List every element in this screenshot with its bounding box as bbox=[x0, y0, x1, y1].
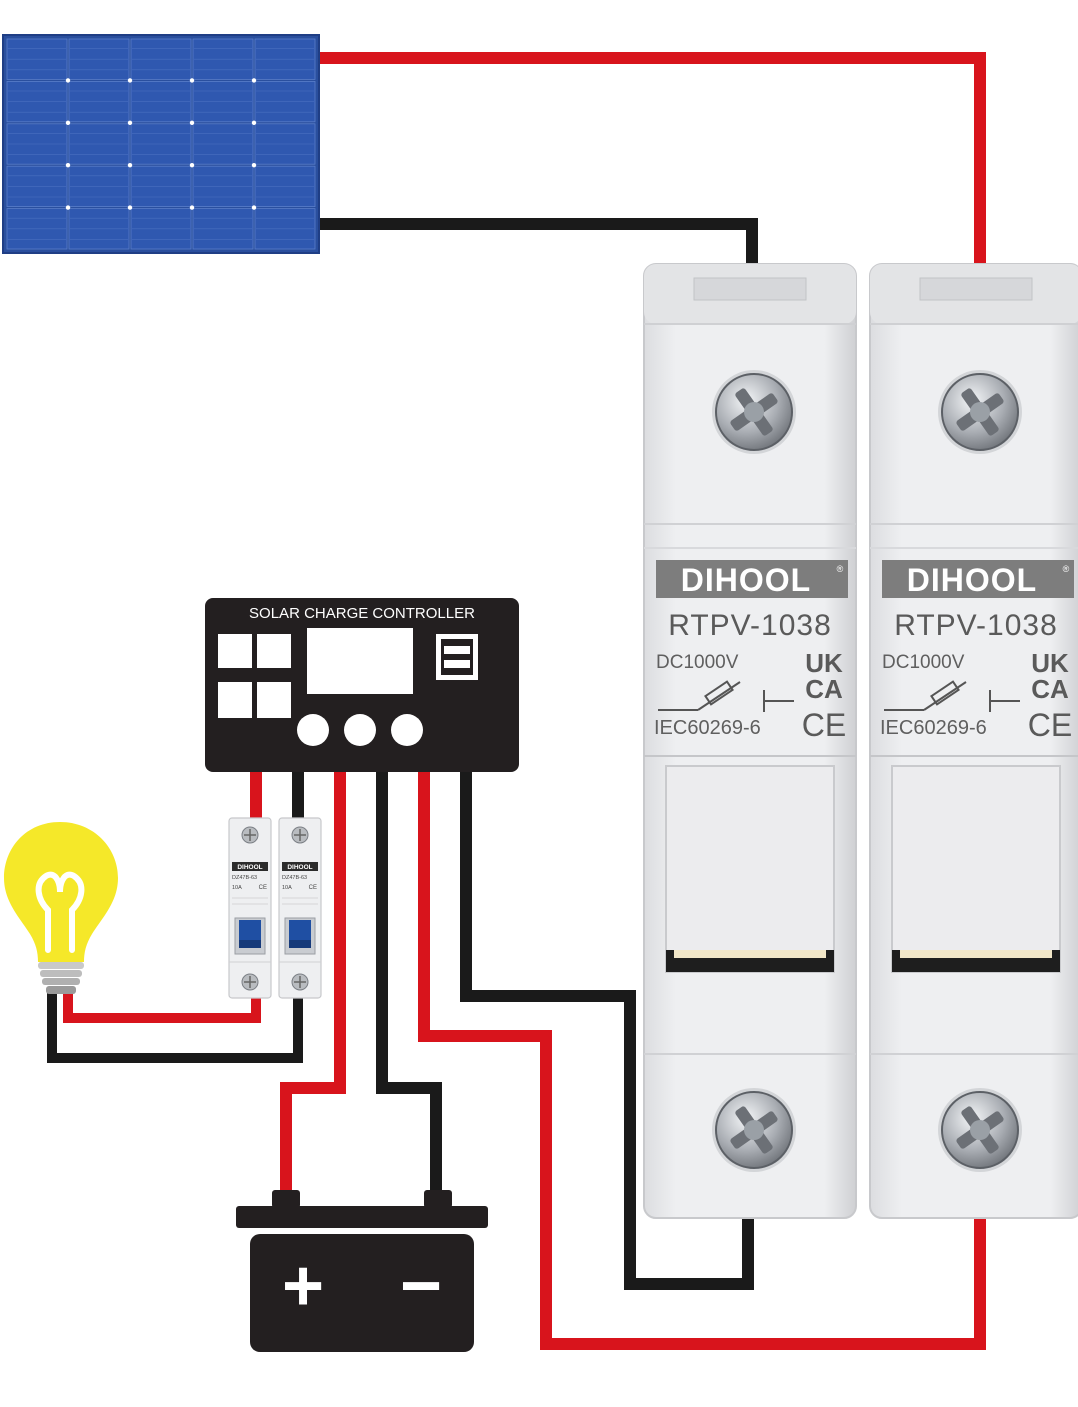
solar-panel-cells bbox=[6, 38, 316, 250]
usb-port-icon bbox=[436, 634, 478, 680]
controller-key-3[interactable] bbox=[218, 682, 252, 718]
uk-mark: UK bbox=[805, 648, 843, 678]
fuse-standard: IEC60269-6 bbox=[880, 717, 987, 739]
battery-terminal-negative bbox=[424, 1190, 452, 1208]
wire-panel-positive bbox=[320, 52, 986, 268]
breaker-brand-label: DIHOOL bbox=[287, 864, 312, 871]
breaker-rating: 10A bbox=[232, 885, 242, 891]
battery-positive-symbol: + bbox=[282, 1246, 324, 1326]
fuse-standard: IEC60269-6 bbox=[654, 717, 761, 739]
svg-text:®: ® bbox=[1063, 564, 1070, 574]
controller-display bbox=[307, 628, 413, 694]
breaker-2: DIHOOL DZ47B-63 10A CE bbox=[278, 817, 322, 999]
wire-load-positive-out bbox=[63, 990, 261, 1023]
controller-title: SOLAR CHARGE CONTROLLER bbox=[249, 605, 475, 622]
breaker-model: DZ47B-63 bbox=[232, 875, 257, 881]
solar-panel-icon bbox=[2, 34, 320, 254]
fuse-symbol-icon bbox=[658, 680, 794, 712]
wire-battery-positive bbox=[280, 772, 346, 1200]
wire-load-negative-out bbox=[47, 990, 303, 1063]
charge-controller: SOLAR CHARGE CONTROLLER bbox=[205, 598, 519, 772]
controller-button-3[interactable] bbox=[391, 714, 423, 746]
ce-mark: CE bbox=[802, 707, 846, 743]
uk-mark: UK bbox=[1031, 648, 1069, 678]
fuse-model: RTPV-1038 bbox=[668, 609, 832, 642]
breaker-ce-mark: CE bbox=[259, 885, 267, 891]
wire-pv-positive-return bbox=[418, 772, 986, 1350]
fuse-brand-label: DIHOOL bbox=[907, 562, 1037, 598]
breaker-model: DZ47B-63 bbox=[282, 875, 307, 881]
fuse-model: RTPV-1038 bbox=[894, 609, 1058, 642]
controller-key-2[interactable] bbox=[257, 634, 291, 668]
controller-button-1[interactable] bbox=[297, 714, 329, 746]
fuse-voltage: DC1000V bbox=[882, 652, 965, 673]
breaker-rating: 10A bbox=[282, 885, 292, 891]
wire-battery-negative bbox=[376, 772, 442, 1200]
breaker-1: DIHOOL DZ47B-63 10A CE bbox=[228, 817, 272, 999]
screw-icon bbox=[712, 370, 796, 454]
ca-mark: CA bbox=[805, 674, 843, 704]
fuse-brand-label: DIHOOL bbox=[681, 562, 811, 598]
battery-terminal-positive bbox=[272, 1190, 300, 1208]
ca-mark: CA bbox=[1031, 674, 1069, 704]
battery-icon: + − bbox=[236, 1190, 488, 1352]
ce-mark: CE bbox=[1028, 707, 1072, 743]
breaker-ce-mark: CE bbox=[309, 885, 317, 891]
breaker-brand-label: DIHOOL bbox=[237, 864, 262, 871]
screw-icon bbox=[938, 370, 1022, 454]
light-bulb-icon bbox=[4, 822, 118, 994]
fuse-symbol-icon bbox=[884, 680, 1020, 712]
screw-icon bbox=[712, 1088, 796, 1172]
wires bbox=[47, 52, 986, 1350]
wire-pv-negative-return bbox=[460, 772, 754, 1290]
battery-negative-symbol: − bbox=[400, 1246, 442, 1326]
svg-text:®: ® bbox=[837, 564, 844, 574]
controller-button-2[interactable] bbox=[344, 714, 376, 746]
wire-panel-negative bbox=[320, 218, 758, 268]
screw-icon bbox=[938, 1088, 1022, 1172]
fuse-voltage: DC1000V bbox=[656, 652, 739, 673]
controller-key-4[interactable] bbox=[257, 682, 291, 718]
controller-key-1[interactable] bbox=[218, 634, 252, 668]
